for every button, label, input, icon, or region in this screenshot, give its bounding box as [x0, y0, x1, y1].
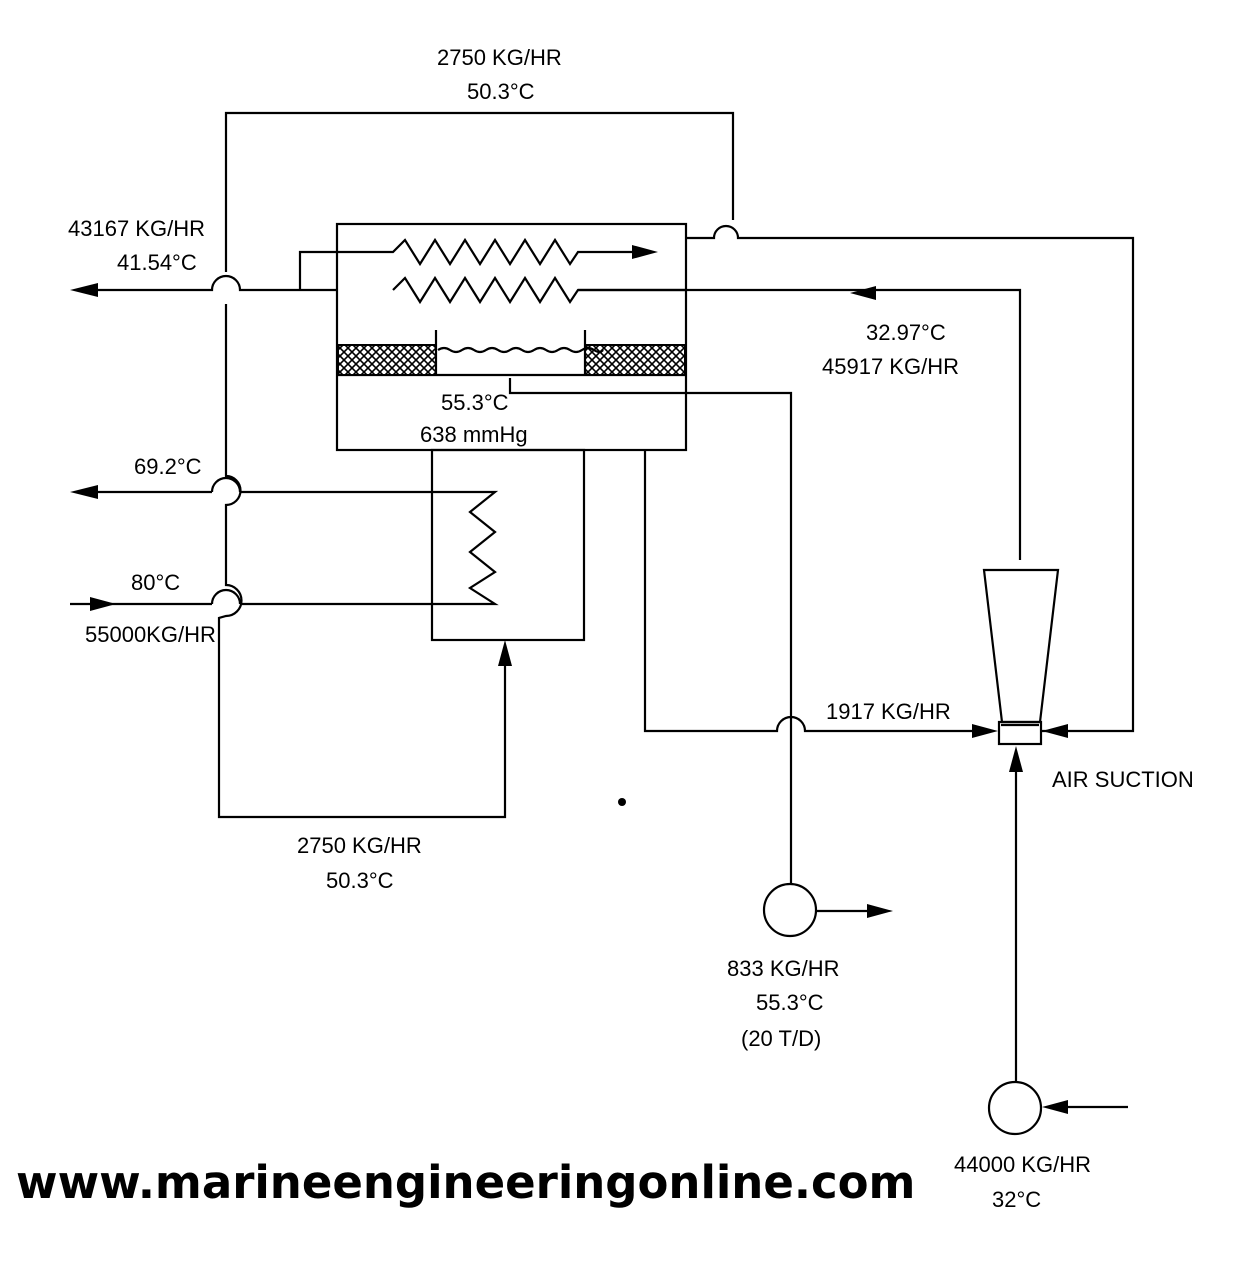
cond-in-temp-label: 32.97°C [866, 320, 946, 345]
hot-water-out-arrowhead [70, 485, 98, 499]
shell-temp-label: 55.3°C [441, 390, 509, 415]
hot-water-in-arrowhead [90, 597, 116, 611]
coil-outlet-arrowhead [632, 245, 658, 259]
brine-flow-label: 1917 KG/HR [826, 699, 951, 724]
product-temp-label: 55.3°C [756, 990, 824, 1015]
condenser-inlet-line [578, 288, 1022, 560]
scan-speck [618, 798, 626, 806]
air-suction-label: AIR SUCTION [1052, 767, 1194, 792]
condenser-inlet-arrowhead [850, 286, 876, 300]
ejector-feed-arrowhead [1009, 746, 1023, 772]
product-capacity-label: (20 T/D) [741, 1026, 821, 1051]
hot-water-in-jump [210, 588, 242, 605]
cond-in-flow-label: 45917 KG/HR [822, 354, 959, 379]
condenser-coil-upper [298, 237, 640, 290]
hw-in-flow-label: 55000KG/HR [85, 622, 216, 647]
demister-right [584, 344, 686, 376]
ejector-pump [987, 1080, 1043, 1136]
bottom-temp-label: 50.3°C [326, 868, 394, 893]
pump-flow-label: 44000 KG/HR [954, 1152, 1091, 1177]
ejector [982, 568, 1060, 724]
top-flow-label: 2750 KG/HR [437, 45, 562, 70]
left-out-flow-label: 43167 KG/HR [68, 216, 205, 241]
distillate-pump [762, 882, 818, 938]
heater-section [430, 448, 586, 642]
distillate-water-surface [437, 346, 604, 354]
hw-in-temp-label: 80°C [131, 570, 180, 595]
brine-arrowhead [972, 724, 998, 738]
shell-pressure-label: 638 mmHg [420, 422, 528, 447]
pump-temp-label: 32°C [992, 1187, 1041, 1212]
distillate-line [508, 378, 793, 885]
cooling-water-outlet-arrowhead [70, 283, 98, 297]
left-out-temp-label: 41.54°C [117, 250, 197, 275]
distillate-pump-arrowhead [867, 904, 893, 918]
bottom-feed-arrowhead [498, 640, 512, 666]
ejector-pump-arrowhead [1042, 1100, 1068, 1114]
left-vertical-line [217, 304, 507, 819]
top-line-crossover [686, 224, 1135, 733]
ejector-nozzle [997, 720, 1043, 746]
top-cooling-line [224, 111, 735, 272]
product-flow-label: 833 KG/HR [727, 956, 840, 981]
heater-coil [240, 490, 499, 606]
bottom-flow-label: 2750 KG/HR [297, 833, 422, 858]
cooling-water-outlet-line [88, 274, 337, 292]
hw-out-temp-label: 69.2°C [134, 454, 202, 479]
top-temp-label: 50.3°C [467, 79, 535, 104]
hot-water-out-jump [210, 476, 242, 493]
website-watermark: www.marineengineeringonline.com [16, 1156, 915, 1209]
ejector-side-arrowhead [1042, 724, 1068, 738]
brine-line [643, 450, 978, 733]
condenser-coil-lower [392, 275, 686, 305]
demister-left [337, 344, 437, 376]
